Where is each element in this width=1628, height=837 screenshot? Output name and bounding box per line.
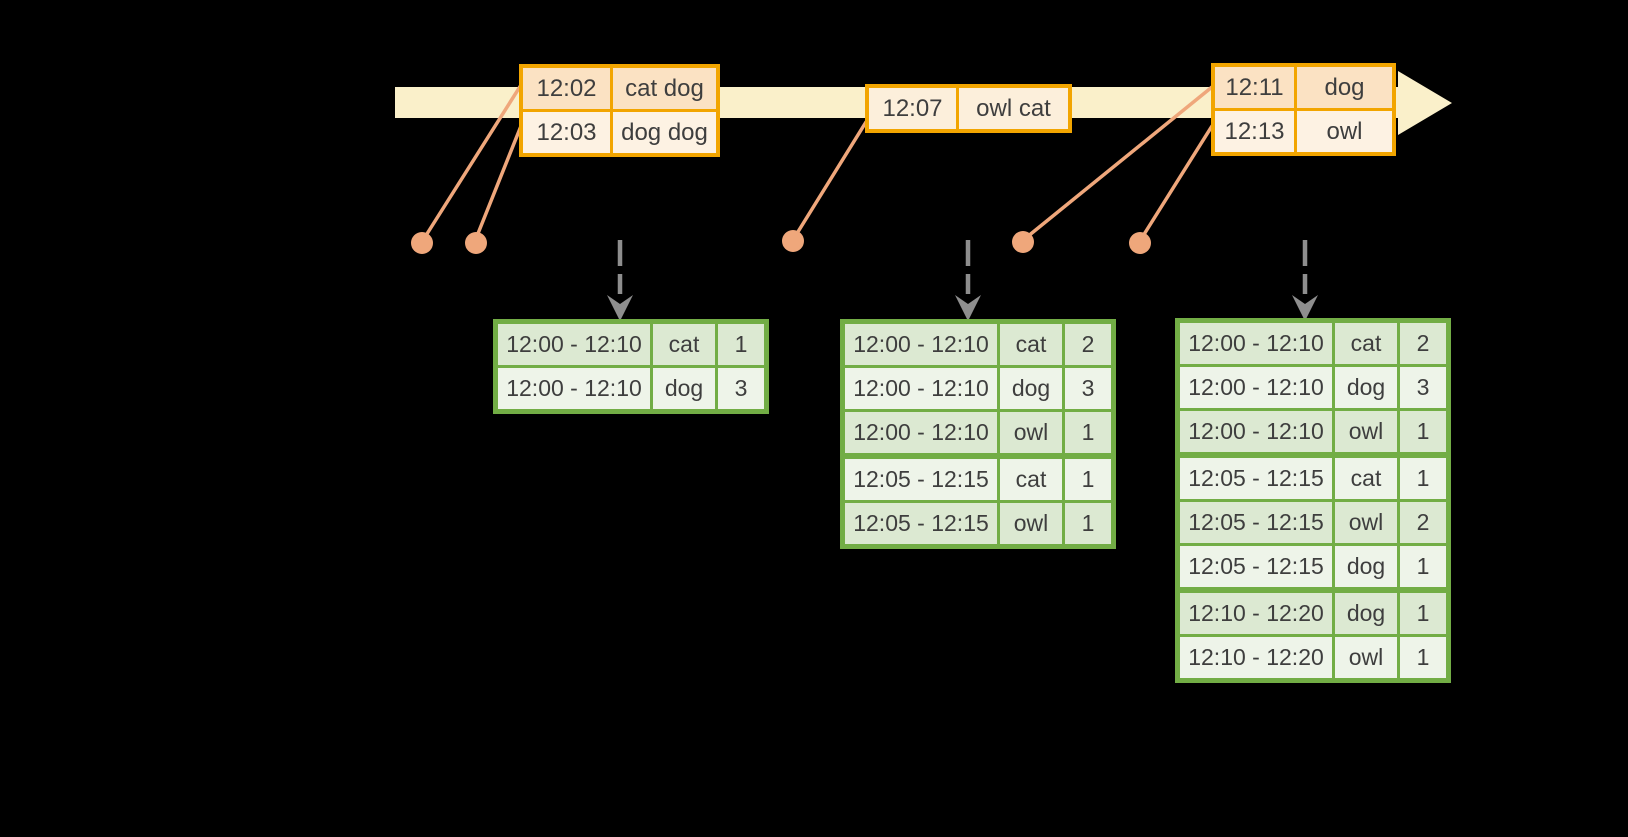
table-row: 12:00 - 12:10 dog 3 — [841, 365, 1115, 412]
window-cell: 12:00 - 12:10 — [1176, 364, 1335, 411]
table-row: 12:00 - 12:10 cat 2 — [1176, 319, 1450, 367]
table-row: 12:05 - 12:15 dog 1 — [1176, 543, 1450, 592]
window-cell: 12:00 - 12:10 — [494, 320, 653, 368]
word-cell: cat — [650, 320, 718, 368]
event-marker-dot-2 — [465, 232, 487, 254]
window-cell: 12:05 - 12:15 — [1176, 452, 1335, 502]
word-cell: dog — [1332, 587, 1400, 637]
window-cell: 12:10 - 12:20 — [1176, 587, 1335, 637]
event-marker-line-1 — [423, 83, 523, 239]
event-time-cell: 12:07 — [865, 84, 959, 133]
word-cell: owl — [997, 500, 1065, 548]
word-cell: cat — [1332, 452, 1400, 502]
table-row: 12:00 - 12:10 owl 1 — [1176, 408, 1450, 457]
window-cell: 12:00 - 12:10 — [841, 365, 1000, 412]
result-table-1: 12:00 - 12:10 cat 1 12:00 - 12:10 dog 3 — [493, 319, 769, 414]
word-cell: dog — [650, 365, 718, 413]
count-cell: 3 — [1397, 364, 1450, 411]
count-cell: 1 — [1397, 634, 1450, 682]
word-cell: dog — [1332, 543, 1400, 592]
window-cell: 12:00 - 12:10 — [841, 409, 1000, 458]
event-marker-dot-3 — [782, 230, 804, 252]
event-words-cell: cat dog — [610, 64, 720, 112]
event-time-cell: 12:03 — [519, 109, 613, 157]
event-marker-line-5 — [1141, 124, 1214, 238]
count-cell: 1 — [715, 320, 768, 368]
count-cell: 1 — [1397, 543, 1450, 592]
table-row: 12:03 dog dog — [519, 109, 720, 157]
trigger-down-arrow-icon-3 — [1292, 240, 1318, 321]
count-cell: 3 — [715, 365, 768, 413]
count-cell: 1 — [1062, 500, 1115, 548]
table-row: 12:10 - 12:20 dog 1 — [1176, 587, 1450, 637]
count-cell: 1 — [1062, 453, 1115, 503]
trigger-down-arrow-icon-1 — [607, 240, 633, 321]
event-batch-table-1: 12:02 cat dog 12:03 dog dog — [519, 64, 720, 157]
event-batch-table-3: 12:11 dog 12:13 owl — [1211, 63, 1396, 156]
word-cell: dog — [1332, 364, 1400, 411]
table-row: 12:11 dog — [1211, 63, 1396, 111]
table-row: 12:02 cat dog — [519, 64, 720, 112]
table-row: 12:00 - 12:10 dog 3 — [1176, 364, 1450, 411]
count-cell: 1 — [1397, 587, 1450, 637]
count-cell: 1 — [1397, 452, 1450, 502]
word-cell: owl — [997, 409, 1065, 458]
window-cell: 12:10 - 12:20 — [1176, 634, 1335, 682]
count-cell: 2 — [1397, 319, 1450, 367]
event-words-cell: owl — [1294, 108, 1396, 156]
table-row: 12:05 - 12:15 owl 2 — [1176, 499, 1450, 546]
window-cell: 12:00 - 12:10 — [1176, 319, 1335, 367]
event-marker-dot-4 — [1012, 231, 1034, 253]
window-cell: 12:05 - 12:15 — [1176, 543, 1335, 592]
word-cell: owl — [1332, 499, 1400, 546]
table-row: 12:07 owl cat — [865, 84, 1072, 133]
event-time-axis-arrowhead-icon — [1398, 71, 1452, 135]
event-marker-line-4 — [1025, 85, 1214, 239]
word-cell: owl — [1332, 408, 1400, 457]
event-batch-table-2: 12:07 owl cat — [865, 84, 1072, 133]
count-cell: 2 — [1062, 320, 1115, 368]
table-row: 12:05 - 12:15 cat 1 — [841, 453, 1115, 503]
result-table-2: 12:00 - 12:10 cat 2 12:00 - 12:10 dog 3 … — [840, 319, 1116, 549]
window-cell: 12:00 - 12:10 — [1176, 408, 1335, 457]
table-row: 12:00 - 12:10 cat 2 — [841, 320, 1115, 368]
event-marker-line-3 — [794, 120, 868, 237]
count-cell: 1 — [1397, 408, 1450, 457]
word-cell: cat — [997, 320, 1065, 368]
table-row: 12:13 owl — [1211, 108, 1396, 156]
event-time-cell: 12:11 — [1211, 63, 1297, 111]
result-table-3: 12:00 - 12:10 cat 2 12:00 - 12:10 dog 3 … — [1175, 318, 1451, 683]
event-words-cell: owl cat — [956, 84, 1072, 133]
table-row: 12:00 - 12:10 dog 3 — [494, 365, 768, 413]
event-time-cell: 12:02 — [519, 64, 613, 112]
window-cell: 12:05 - 12:15 — [1176, 499, 1335, 546]
word-cell: owl — [1332, 634, 1400, 682]
table-row: 12:05 - 12:15 cat 1 — [1176, 452, 1450, 502]
event-time-cell: 12:13 — [1211, 108, 1297, 156]
table-row: 12:00 - 12:10 cat 1 — [494, 320, 768, 368]
count-cell: 2 — [1397, 499, 1450, 546]
window-cell: 12:05 - 12:15 — [841, 500, 1000, 548]
table-row: 12:10 - 12:20 owl 1 — [1176, 634, 1450, 682]
event-marker-dot-5 — [1129, 232, 1151, 254]
word-cell: dog — [997, 365, 1065, 412]
event-words-cell: dog — [1294, 63, 1396, 111]
event-words-cell: dog dog — [610, 109, 720, 157]
window-cell: 12:05 - 12:15 — [841, 453, 1000, 503]
table-row: 12:00 - 12:10 owl 1 — [841, 409, 1115, 458]
window-cell: 12:00 - 12:10 — [494, 365, 653, 413]
word-cell: cat — [1332, 319, 1400, 367]
trigger-down-arrow-icon-2 — [955, 240, 981, 321]
window-cell: 12:00 - 12:10 — [841, 320, 1000, 368]
event-marker-line-2 — [475, 124, 523, 238]
word-cell: cat — [997, 453, 1065, 503]
count-cell: 1 — [1062, 409, 1115, 458]
count-cell: 3 — [1062, 365, 1115, 412]
table-row: 12:05 - 12:15 owl 1 — [841, 500, 1115, 548]
event-marker-dot-1 — [411, 232, 433, 254]
